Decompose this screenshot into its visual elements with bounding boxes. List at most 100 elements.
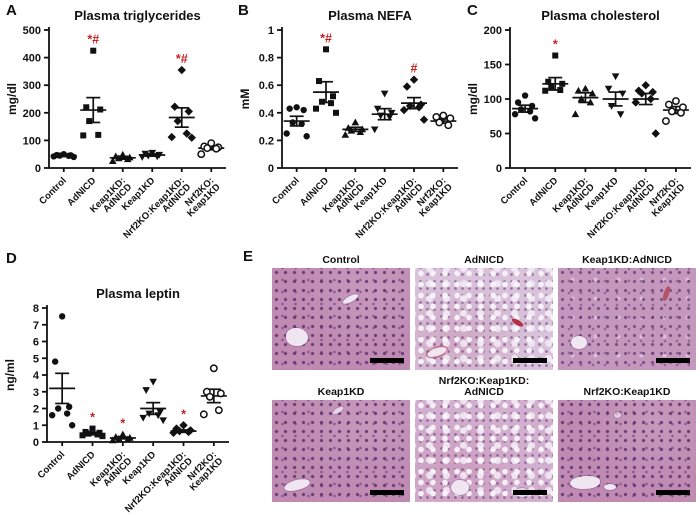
data-point: [373, 105, 382, 113]
significance-marker: *: [553, 38, 558, 52]
y-tick-label: 100: [484, 94, 502, 106]
data-point: [119, 430, 127, 438]
histology-tile-nrf2ko-keap1kd-adnicd: Nrf2KO:Keap1KD: AdNICD: [415, 372, 553, 502]
data-point: [604, 85, 613, 93]
blood-vessel-icon: [604, 484, 616, 490]
blood-vessel-icon: [283, 476, 311, 494]
data-point: [286, 105, 293, 112]
histology-caption-keap1kd-adnicd: Keap1KD:AdNICD: [582, 254, 672, 266]
data-point: [646, 94, 655, 104]
group-AdNICD: *#AdNICD: [298, 31, 339, 208]
data-point: [65, 152, 72, 160]
data-point: [676, 108, 685, 117]
histology-tile-nrf2ko-keap1kd: Nrf2KO:Keap1KD: [558, 372, 696, 502]
data-point: [607, 103, 616, 110]
histology-caption-nrf2ko-keap1kd: Nrf2KO:Keap1KD: [583, 386, 671, 398]
y-tick-label: 1: [33, 420, 39, 432]
y-tick-label: 0.2: [259, 135, 274, 147]
significance-marker: *: [120, 416, 125, 430]
data-point: [511, 110, 519, 118]
scale-bar: [370, 358, 404, 363]
x-tick-label: Control: [37, 175, 69, 207]
data-point: [169, 428, 178, 437]
data-point: [414, 103, 424, 112]
data-point: [145, 410, 153, 418]
histology-tile-keap1kd-adnicd: Keap1KD:AdNICD: [558, 250, 696, 370]
data-point: [124, 435, 132, 443]
panel-e-histology: Control AdNICD Keap1KD:AdNICD: [238, 250, 700, 515]
panel-letter-c: C: [467, 2, 478, 19]
data-point: [138, 154, 147, 161]
data-point: [399, 105, 409, 115]
x-tick-label: Nrf2KO:Keap1KD:AdNICD: [123, 449, 195, 515]
red-vessel-icon: [661, 285, 672, 302]
histology-caption-nrf2ko-keap1kd-adnicd: Nrf2KO:Keap1KD: AdNICD: [438, 375, 530, 398]
data-point: [58, 313, 66, 320]
data-point: [207, 139, 216, 148]
histology-image-keap1kd: [272, 400, 410, 502]
data-point: [68, 422, 76, 429]
data-point: [313, 105, 319, 112]
data-point: [641, 81, 650, 90]
blood-vessel-icon: [614, 412, 621, 418]
data-point: [651, 129, 660, 138]
data-point: [446, 114, 455, 123]
data-point: [170, 102, 179, 111]
data-point: [577, 95, 586, 102]
panel-letter-a: A: [6, 2, 17, 19]
data-point: [387, 109, 396, 117]
x-tick-label: Nrf2KO:Keap1KD: [181, 449, 225, 493]
blood-vessel-icon: [570, 476, 600, 489]
group-Nrf2KO:Keap1KD:AdNICD: #Nrf2KO:Keap1KD:AdNICD: [353, 62, 429, 247]
x-tick-label: Control: [499, 175, 531, 207]
data-point: [51, 358, 59, 365]
data-point: [108, 157, 117, 164]
data-point: [175, 426, 184, 436]
data-point: [542, 87, 549, 94]
data-point: [637, 89, 646, 98]
data-point: [205, 392, 214, 401]
data-point: [370, 126, 379, 134]
data-point: [118, 150, 127, 158]
data-point: [83, 104, 90, 111]
data-point: [405, 101, 415, 111]
data-point: [316, 78, 322, 85]
y-tick-label: 2: [33, 404, 39, 416]
data-point: [667, 107, 676, 116]
data-point: [444, 121, 453, 130]
data-point: [184, 427, 193, 437]
y-axis-title: ng/ml: [3, 359, 17, 391]
data-point: [167, 132, 176, 142]
data-point: [419, 115, 429, 124]
data-point: [80, 132, 87, 139]
data-point: [330, 93, 336, 100]
data-point: [526, 108, 534, 115]
data-point: [616, 111, 625, 119]
data-point: [63, 410, 71, 417]
chart-title: Plasma leptin: [96, 286, 180, 301]
data-point: [385, 114, 394, 121]
histology-image-nrf2ko-keap1kd-adnicd: [415, 400, 553, 502]
data-point: [328, 100, 334, 107]
data-point: [99, 433, 106, 440]
data-point: [588, 89, 597, 97]
data-point: [356, 128, 365, 136]
data-point: [548, 83, 555, 90]
x-tick-label: Nrf2KO:Keap1KD:AdNICD: [121, 175, 193, 247]
data-point: [199, 410, 208, 419]
x-tick-label: Nrf2KO:Keap1KD: [643, 175, 687, 219]
y-tick-label: 1: [268, 25, 274, 37]
data-point: [184, 107, 193, 116]
significance-marker: *#: [320, 31, 332, 45]
scale-bar: [513, 490, 547, 495]
data-point: [115, 434, 123, 442]
data-point: [435, 118, 444, 127]
group-Nrf2KO:Keap1KD: Nrf2KO:Keap1KD: [183, 139, 225, 219]
histology-caption-control: Control: [322, 254, 360, 266]
significance-marker: *: [181, 407, 186, 421]
data-point: [144, 152, 153, 160]
data-point: [154, 412, 162, 420]
x-tick-label: Nrf2KO:Keap1KD:AdNICD: [353, 175, 425, 247]
data-point: [283, 130, 290, 137]
data-point: [611, 73, 620, 81]
